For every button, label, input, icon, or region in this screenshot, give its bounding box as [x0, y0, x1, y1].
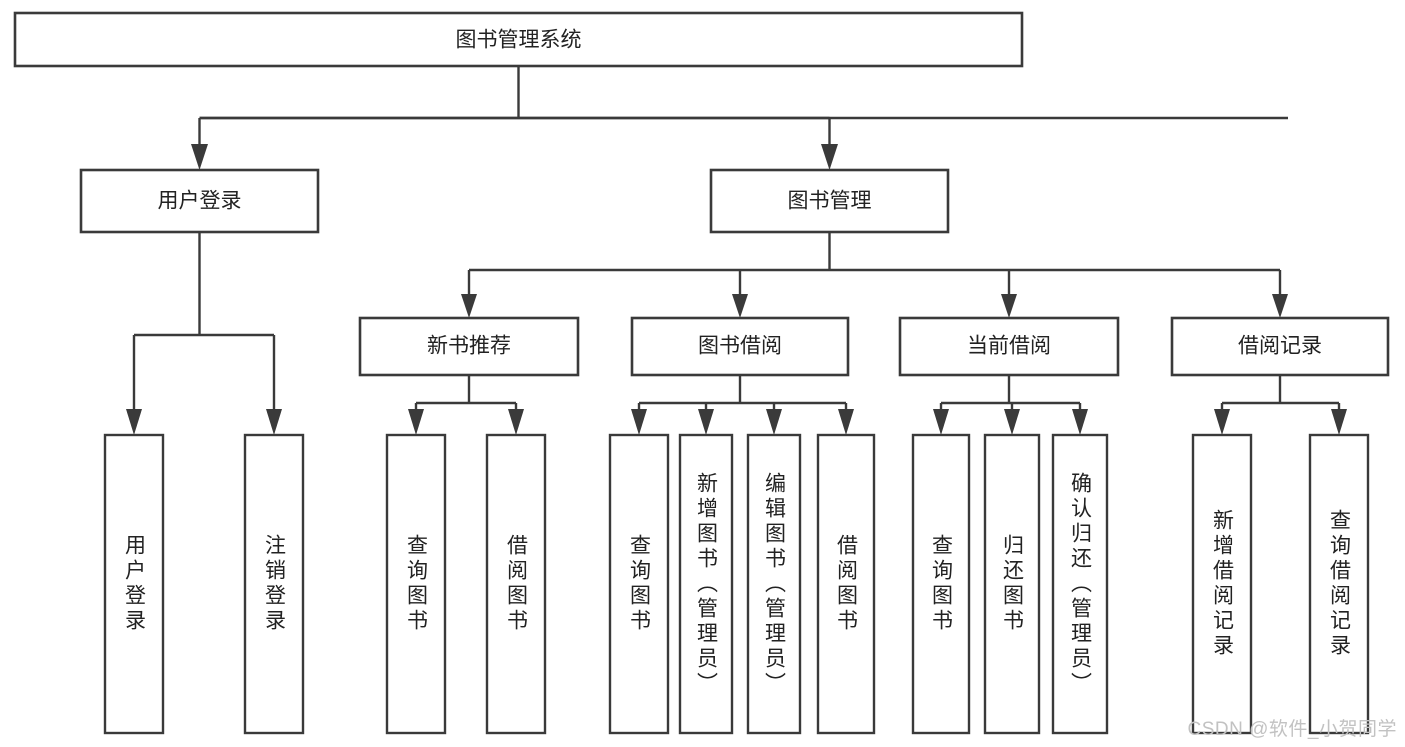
node-root-box[interactable] — [13, 11, 1024, 68]
leaf-boxes — [103, 433, 1370, 735]
connector-root-to-level1 — [191, 66, 1288, 170]
node-book-management-box[interactable] — [709, 168, 950, 234]
leaf-add-book-admin-box[interactable] — [678, 433, 734, 735]
node-book-borrow-box[interactable] — [630, 316, 850, 377]
node-user-login[interactable]: 用户登录 — [79, 168, 320, 234]
node-current-borrow[interactable]: 当前借阅 — [898, 316, 1120, 377]
leaf-return-book-box[interactable] — [983, 433, 1041, 735]
node-borrow-record-label: 借阅记录 — [1238, 335, 1322, 358]
node-current-borrow-box[interactable] — [898, 316, 1120, 377]
connector-bookborrow-to-leaves — [631, 375, 854, 435]
node-root-label: 图书管理系统 — [456, 29, 582, 52]
connector-currentborrow-to-leaves — [933, 375, 1088, 435]
leaf-query-book-2-box[interactable] — [608, 433, 670, 735]
connector-bookmgmt-to-level2 — [461, 232, 1288, 318]
node-book-management-label: 图书管理 — [788, 190, 872, 213]
leaf-user-login-box[interactable] — [103, 433, 165, 735]
node-user-login-box[interactable] — [79, 168, 320, 234]
node-current-borrow-label: 当前借阅 — [967, 335, 1051, 358]
connector-userlogin-to-leaves — [126, 232, 282, 435]
node-new-book-recommend[interactable]: 新书推荐 — [358, 316, 580, 377]
connector-newbook-to-leaves — [408, 375, 524, 435]
csdn-watermark: CSDN @软件_小贺同学 — [1187, 719, 1397, 740]
node-new-book-recommend-label: 新书推荐 — [427, 335, 511, 358]
leaf-borrow-book-1-box[interactable] — [485, 433, 547, 735]
node-book-management[interactable]: 图书管理 — [709, 168, 950, 234]
node-root[interactable]: 图书管理系统 — [13, 11, 1024, 68]
leaf-confirm-return-admin-box[interactable] — [1051, 433, 1109, 735]
leaf-borrow-book-2-box[interactable] — [816, 433, 876, 735]
node-borrow-record[interactable]: 借阅记录 — [1170, 316, 1390, 377]
node-borrow-record-box[interactable] — [1170, 316, 1390, 377]
leaf-logout-login-box[interactable] — [243, 433, 305, 735]
node-book-borrow-label: 图书借阅 — [698, 335, 782, 358]
leaf-query-book-3-box[interactable] — [911, 433, 971, 735]
node-user-login-label: 用户登录 — [158, 190, 242, 213]
leaf-edit-book-admin-box[interactable] — [746, 433, 802, 735]
leaf-query-borrow-record-box[interactable] — [1308, 433, 1370, 735]
node-new-book-recommend-box[interactable] — [358, 316, 580, 377]
node-book-borrow[interactable]: 图书借阅 — [630, 316, 850, 377]
connector-borrowrecord-to-leaves — [1214, 375, 1347, 435]
leaf-add-borrow-record-box[interactable] — [1191, 433, 1253, 735]
leaf-query-book-1-box[interactable] — [385, 433, 447, 735]
